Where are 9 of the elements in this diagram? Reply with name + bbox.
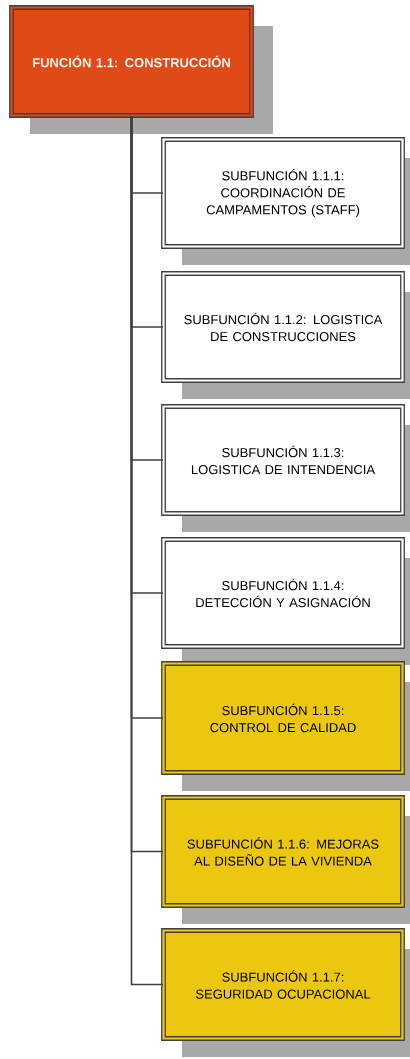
subfunction-box: SUBFUNCIÓN 1.1.5: CONTROL DE CALIDAD <box>161 661 410 791</box>
subfunction-box: SUBFUNCIÓN 1.1.1: COORDINACIÓN DE CAMPAMENTOS (STAFF) <box>161 137 410 265</box>
connector-line <box>130 115 164 986</box>
subfunction-box: SUBFUNCIÓN 1.1.7: SEGURIDAD OCUPACIONAL <box>161 928 410 1057</box>
subfunction-box: SUBFUNCIÓN 1.1.3: LOGISTICA DE INTENDENCIA <box>161 404 410 532</box>
subfunction-box: SUBFUNCIÓN 1.1.4: DETECCIÓN Y ASIGNACIÓN <box>161 537 410 665</box>
subfunction-box: SUBFUNCIÓN 1.1.2: LOGISTICA DE CONSTRUCCIONES <box>161 271 410 399</box>
function-box: FUNCIÓN 1.1: CONSTRUCCIÓN <box>9 5 273 134</box>
subfunction-box: SUBFUNCIÓN 1.1.6: MEJORAS AL DISEÑO DE LA VIVIENDA <box>161 795 410 924</box>
